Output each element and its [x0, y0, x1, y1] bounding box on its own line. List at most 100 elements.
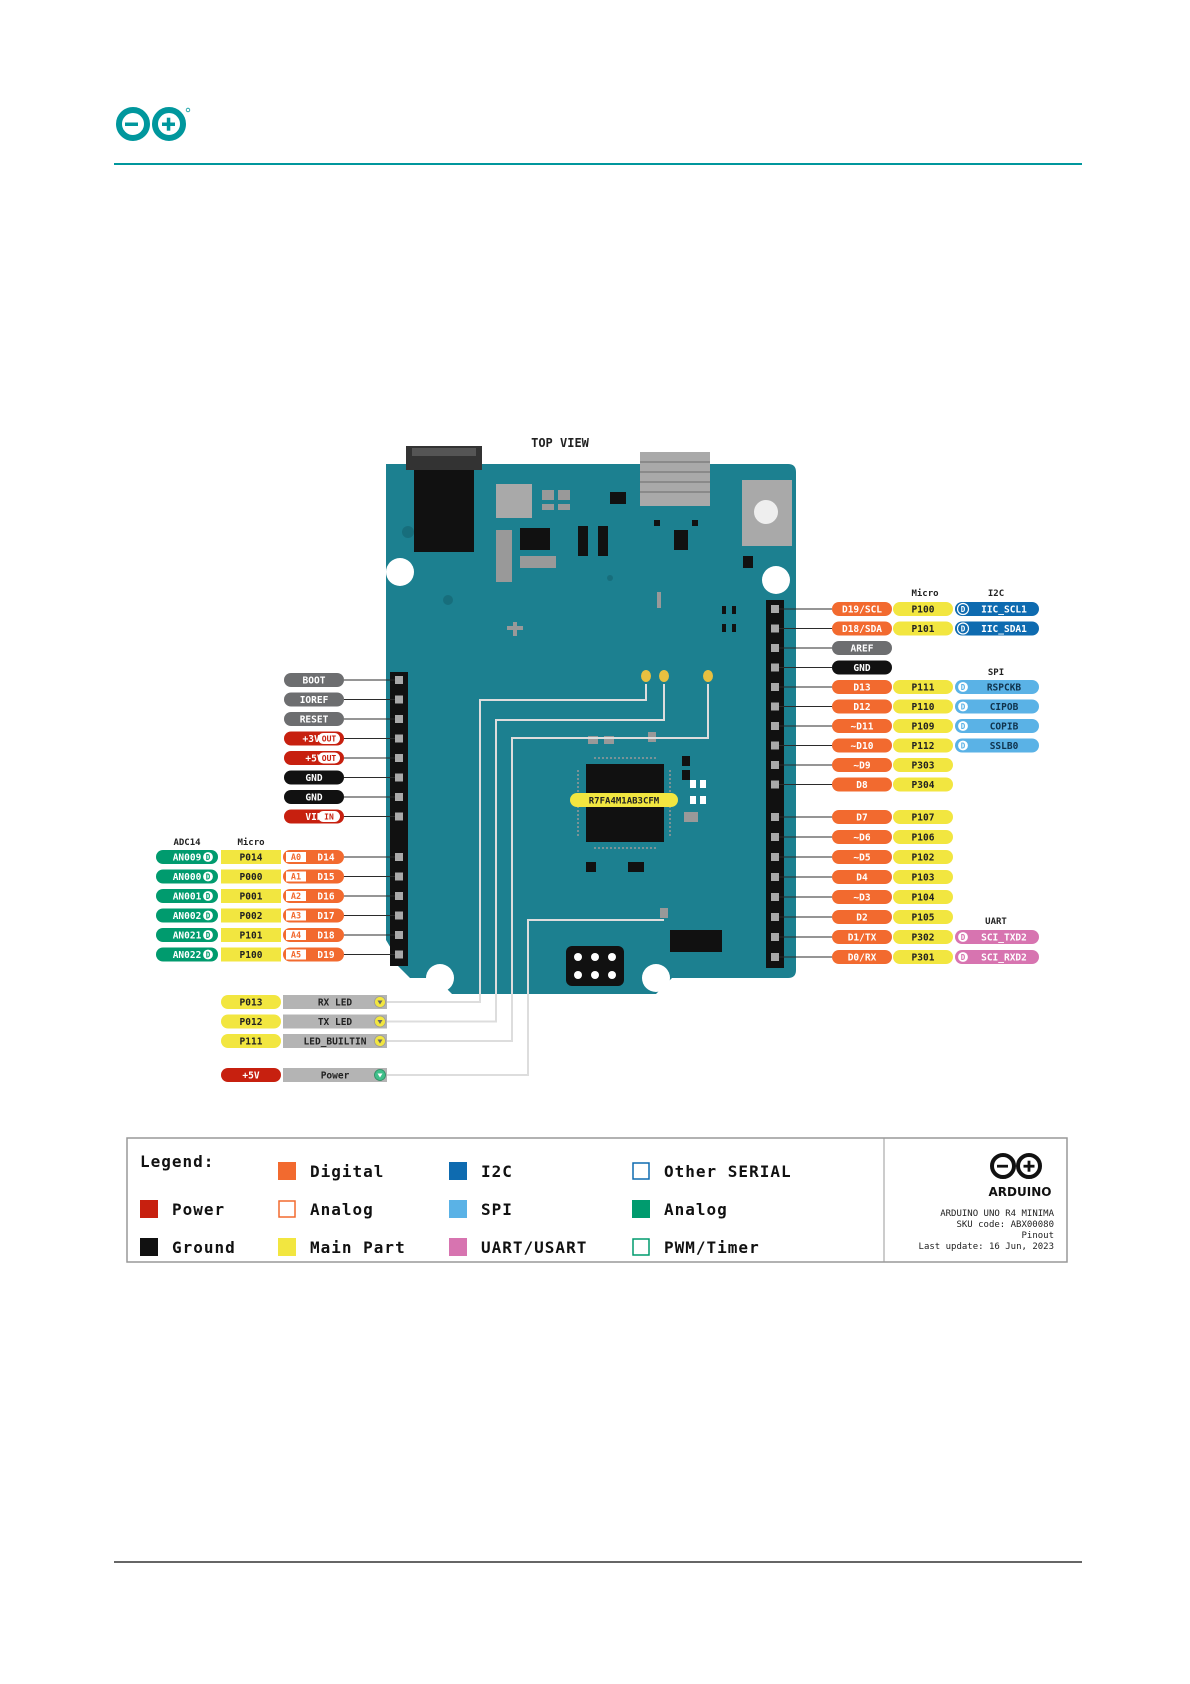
left-micro-pin-4-label: P101 — [240, 931, 263, 942]
left-analog-d-label-4: D18 — [317, 931, 334, 942]
right_lower-pin-0-label: D7 — [856, 813, 867, 824]
left-power-pad-7 — [395, 812, 403, 821]
right_upper-pin-3-shape — [832, 660, 892, 675]
left-power-pin-0-label: BOOT — [303, 676, 326, 687]
legend-item-7: UART/USART — [449, 1238, 586, 1257]
right_lower-pin-6: D1/TX — [832, 930, 892, 944]
left-micro-pin-1-label: P000 — [240, 872, 263, 883]
led-micro-2-shape — [221, 1034, 281, 1048]
right_upper-micro-4-label: P111 — [912, 683, 935, 694]
legend-swatch-10 — [632, 1238, 650, 1256]
right_upper-extra-label-6: COPIB — [990, 722, 1019, 733]
left-power-pin-5-shape — [284, 770, 344, 785]
right_lower-pin-6-label: D1/TX — [848, 933, 877, 944]
right_lower-micro-4: P104 — [893, 890, 953, 904]
legend-item-4: Main Part — [278, 1238, 405, 1257]
left-micro-pin-2-label: P001 — [240, 892, 263, 903]
right_lower-micro-2-label: P102 — [912, 853, 935, 864]
right_upper-pin-8-shape — [832, 758, 892, 772]
left-analog-a-label-5: A5 — [291, 951, 301, 961]
right_upper-micro-6-label: P109 — [912, 722, 935, 733]
right_upper-micro-7: P112 — [893, 738, 953, 753]
right_lower-extra-7: SCI_RXD2 — [955, 950, 1039, 964]
left-analog-d-label-2: D16 — [317, 892, 334, 903]
right_upper-pad-9 — [771, 780, 779, 789]
right_lower-pin-4-shape — [832, 890, 892, 904]
left-power-pin-0: BOOT — [284, 673, 344, 687]
right_lower-pin-3: D4 — [832, 870, 892, 884]
right_lower-micro-3-label: P103 — [912, 873, 935, 884]
left-power-pin-6-shape — [284, 790, 344, 804]
left-power-tag-3: OUT — [318, 733, 340, 744]
adc-pin-5: AN022 — [156, 947, 218, 962]
right_lower-micro-1-label: P106 — [912, 833, 935, 844]
left-power-pad-5 — [395, 773, 403, 782]
right_lower-micro-2-shape — [893, 850, 953, 864]
legend-label-3: Analog — [310, 1200, 374, 1219]
left-micro-pin-4-shape — [221, 928, 281, 942]
legend-swatch-8 — [632, 1162, 650, 1180]
right_upper-pin-9: D8 — [832, 777, 892, 792]
left-analog-a-label-3: A3 — [291, 912, 301, 922]
right_upper-pad-7 — [771, 741, 779, 750]
led-trace-1 — [387, 684, 665, 1023]
left-analog-a-label-0: A0 — [291, 853, 301, 863]
legend-label-6: SPI — [481, 1200, 513, 1219]
adc-digital-badge-4-label: D — [206, 931, 211, 940]
left-power-pin-2-label: RESET — [300, 715, 329, 726]
right_lower-pad-1 — [771, 833, 779, 841]
left-analog-a-label-4: A4 — [291, 931, 301, 941]
legend-swatch-3 — [278, 1200, 296, 1218]
left-micro-pin-3: P002 — [221, 908, 281, 923]
right_upper-extra-badge-5: D — [956, 700, 970, 713]
left-micro-pin-2-shape — [221, 889, 281, 903]
right_upper-micro-0-label: P100 — [912, 605, 935, 616]
right_upper-micro-0-shape — [893, 602, 953, 616]
led-micro-0-label: P013 — [240, 998, 263, 1009]
left-micro-pin-3-shape — [221, 908, 281, 923]
board-illustration: R7FA4M1AB3CFM — [386, 446, 796, 994]
right_lower-pin-1: ~D6 — [832, 830, 892, 844]
right_upper-micro-9: P304 — [893, 777, 953, 792]
right_lower-pin-5-label: D2 — [856, 913, 867, 924]
right_lower-extra-badge-6-label: D — [961, 933, 966, 942]
right_lower-micro-1: P106 — [893, 830, 953, 844]
right_lower-pin-2-shape — [832, 850, 892, 864]
right_upper-pin-4: D13 — [832, 680, 892, 694]
right_lower-pin-0: D7 — [832, 810, 892, 824]
spi-column-header: SPI — [988, 668, 1004, 678]
right-micro-column-header: Micro — [911, 588, 938, 599]
led-row-2-label: LED_BUILTIN — [304, 1037, 367, 1048]
power-led-micro-label: +5V — [242, 1071, 259, 1082]
left-micro-pin-5: P100 — [221, 947, 281, 962]
adc-digital-badge-4: D — [201, 928, 215, 942]
board-outline — [386, 464, 796, 994]
right_upper-extra-badge-5-label: D — [961, 703, 966, 712]
left-analog-pad-4 — [395, 931, 403, 939]
adc-pin-3-label: AN002 — [173, 911, 202, 922]
left-power-pad-4 — [395, 754, 403, 762]
adc-pin-0-shape — [156, 850, 218, 864]
right_upper-pin-2: AREF — [832, 641, 892, 655]
right_lower-micro-3: P103 — [893, 870, 953, 884]
right_lower-micro-3-shape — [893, 870, 953, 884]
right_upper-extra-badge-7-label: D — [961, 742, 966, 751]
left-power-pin-4-label: +5V — [305, 754, 322, 765]
right_lower-micro-5-shape — [893, 910, 953, 924]
adc-pin-4-shape — [156, 928, 218, 942]
left-power-pin-7-label: VIN — [305, 812, 322, 823]
left-power-pad-6 — [395, 793, 403, 801]
right_upper-pin-4-shape — [832, 680, 892, 694]
left-power-tag-7: IN — [318, 811, 340, 822]
right_lower-pad-7 — [771, 953, 779, 961]
left-analog-pad-0 — [395, 853, 403, 861]
left-micro-pin-1-shape — [221, 869, 281, 884]
right_upper-pad-3 — [771, 663, 779, 672]
power-led-micro: +5V — [221, 1068, 281, 1082]
left-power-pin-2: RESET — [284, 712, 344, 726]
led-micro-1: P012 — [221, 1014, 281, 1029]
legend-swatch-6 — [449, 1200, 467, 1218]
